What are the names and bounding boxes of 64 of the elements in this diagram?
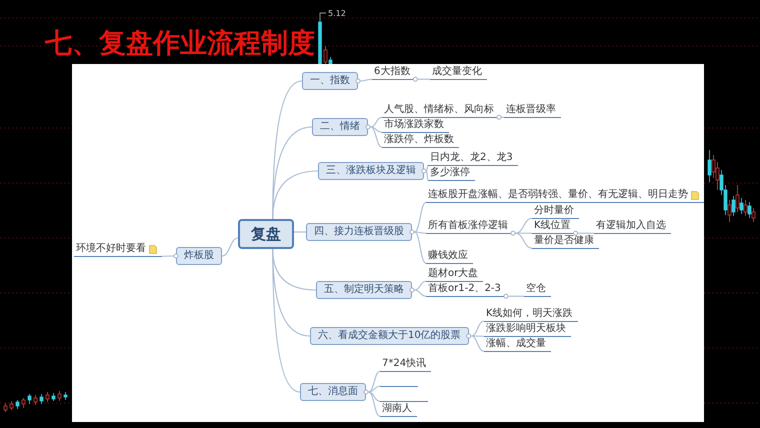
topic-box: 六、看成交金额大于10亿的股票 [310, 327, 469, 345]
subtopic-label: 湖南人 [380, 403, 417, 417]
subtopic-label: K线如何，明天涨跌 [484, 308, 578, 322]
connector-line [272, 249, 300, 393]
connector-line [368, 391, 380, 417]
empty-subtopic-line [380, 386, 418, 387]
title: 七、复盘作业流程制度 [45, 29, 315, 59]
subtopic-label: 成交量变化 [430, 66, 487, 80]
subtopic-label: 涨跌影响明天板块 [484, 323, 571, 337]
topic-box: 二、情绪 [312, 118, 368, 136]
price-label: 5.12 [328, 9, 346, 18]
connector-line [370, 126, 382, 133]
connector-line [414, 289, 426, 297]
subtopic-label: 日内龙、龙2、龙3 [428, 152, 518, 166]
topic-box: 五、制定明天策略 [316, 281, 412, 299]
connector-line [578, 232, 594, 234]
subtopic-label: 涨跌停、炸板数 [382, 134, 459, 148]
connector-line [414, 202, 426, 232]
connector-line [222, 237, 238, 257]
topic-box: 三、涨跌板块及逻辑 [318, 162, 424, 180]
connector-line [414, 232, 426, 264]
connector-line [515, 232, 532, 249]
subtopic-label: 连板晋级率 [504, 104, 561, 118]
topic-box: 炸板股 [176, 247, 222, 265]
connector-line [370, 116, 382, 128]
topic-box: 七、消息面 [300, 383, 366, 401]
connector-line [370, 126, 382, 148]
connector-line [418, 78, 430, 80]
subtopic-label: 分时量价 [532, 205, 579, 219]
connector-line [368, 370, 380, 393]
subtopic-label: 量价是否健康 [532, 235, 599, 249]
underlined-subtopic [426, 189, 704, 203]
subtopic-label: 赚钱效应 [426, 250, 473, 264]
topic-box: 一、指数 [302, 72, 358, 90]
connector-line [368, 391, 380, 402]
topic-box: 四、接力连板晋级股 [306, 223, 412, 241]
subtopic-label: 多少涨停 [428, 167, 475, 181]
connector-line [471, 335, 484, 352]
central-topic-box: 复盘 [238, 219, 294, 249]
connector-line [516, 232, 532, 234]
subtopic-text: 环境不好时要看 [76, 243, 146, 255]
subtopic-label: 题材or大盘 [426, 268, 484, 282]
connector-line [414, 231, 426, 234]
connector-line [515, 218, 532, 234]
underlined-subtopic [74, 243, 162, 257]
subtopic-label: 人气股、情绪标、风向标 [382, 104, 499, 118]
connector-line [471, 320, 484, 337]
connector-line [294, 231, 306, 233]
connector-line [368, 386, 380, 393]
subtopic-label: 市场涨跌家数 [382, 119, 449, 133]
empty-subtopic-line [380, 401, 428, 402]
subtopic-label: 7*24快讯 [380, 358, 432, 372]
connector-line [426, 170, 429, 180]
connector-line [162, 255, 174, 257]
connector-line [471, 335, 484, 337]
connector-line [508, 296, 524, 297]
connector-line [502, 116, 504, 118]
subtopic-label: 有逻辑加入自选 [594, 220, 671, 234]
connector-line [414, 280, 426, 291]
connector-line [360, 78, 372, 82]
connector-line [272, 170, 318, 220]
subtopic-text: 连板股开盘涨幅、是否弱转强、量价、有无逻辑、明日走势 [428, 189, 688, 201]
subtopic-label: 空仓 [524, 283, 551, 297]
subtopic-label: 涨幅、成交量 [484, 338, 551, 352]
